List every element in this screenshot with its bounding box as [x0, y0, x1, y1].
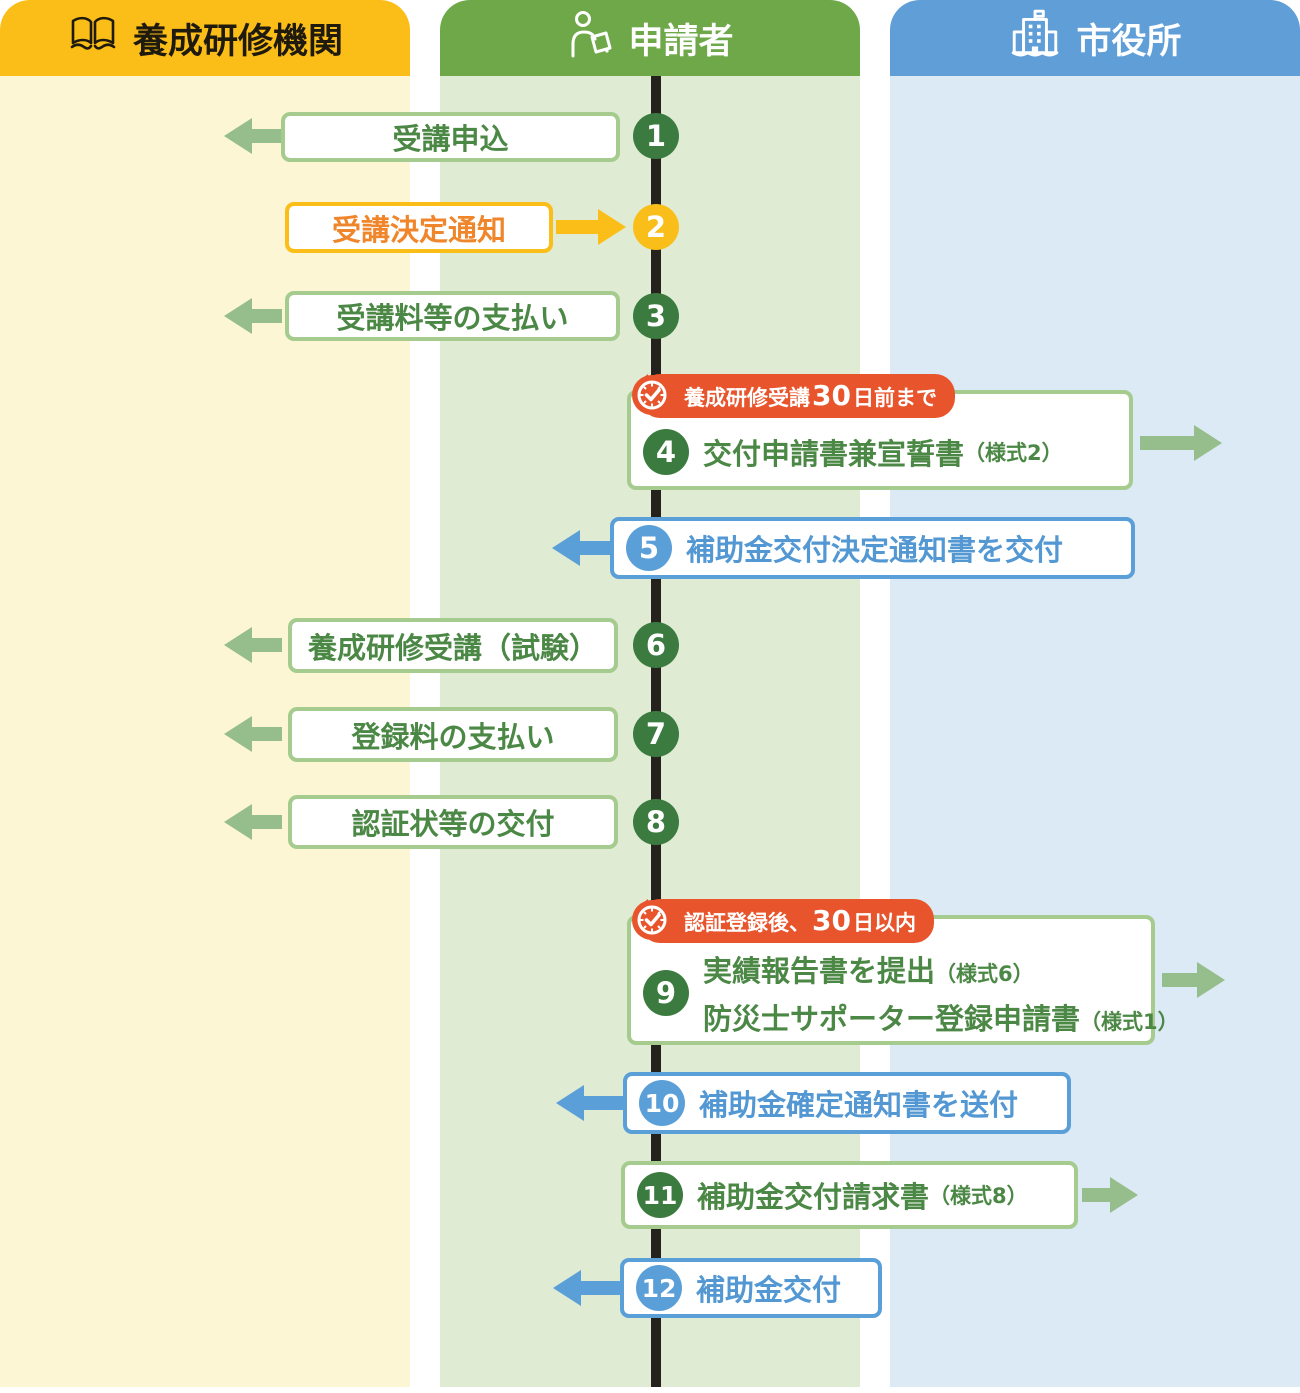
step-3-box: 受講料等の支払い — [285, 291, 620, 341]
step-5-arrow-to-applicant — [552, 530, 614, 566]
step-9-arrow-to-cityhall — [1162, 962, 1225, 998]
step-11-form-suffix: （様式8） — [929, 1184, 1028, 1208]
step-2-box: 受講決定通知 — [285, 202, 553, 253]
book-icon — [67, 13, 119, 64]
step-9-number: 9 — [643, 970, 689, 1016]
step-3-number: 3 — [633, 293, 679, 339]
step-11-box: 11 補助金交付請求書 （様式8） — [621, 1161, 1078, 1229]
column-header-cityhall: 市役所 — [890, 0, 1300, 76]
step-4-label: 交付申請書兼宣誓書 — [703, 437, 965, 471]
step-6-arrow-to-training — [224, 627, 282, 663]
step-9-label-line1: 実績報告書を提出 — [703, 954, 936, 988]
step-7-label: 登録料の支払い — [351, 719, 555, 754]
step-7-box: 登録料の支払い — [288, 707, 618, 762]
clock-icon — [630, 372, 674, 420]
step-11-number: 11 — [637, 1172, 683, 1218]
step-9-form-suffix-line1: （様式6） — [935, 962, 1034, 986]
step-4-form-suffix: （様式2） — [964, 441, 1063, 465]
step-6-box: 養成研修受講（試験） — [288, 618, 618, 673]
step-8-arrow-to-training — [224, 804, 282, 840]
step-9-form-suffix-line2: （様式1） — [1080, 1010, 1179, 1034]
step-8-number: 8 — [633, 799, 679, 845]
step-10-number: 10 — [639, 1080, 685, 1126]
step-10-box: 10 補助金確定通知書を送付 — [623, 1072, 1071, 1134]
step-2-arrow-to-applicant — [556, 209, 626, 245]
step-5-number: 5 — [626, 525, 672, 571]
step-10-arrow-to-applicant — [556, 1085, 624, 1121]
reader-person-icon — [566, 9, 614, 68]
step-7-number: 7 — [633, 711, 679, 757]
step-8-box: 認証状等の交付 — [288, 795, 618, 849]
step-8-label: 認証状等の交付 — [351, 807, 555, 841]
step-1-arrow-to-training — [224, 118, 282, 154]
step-6-label: 養成研修受講（試験） — [307, 630, 598, 665]
step-2-label: 受講決定通知 — [331, 212, 506, 247]
step-2-number: 2 — [633, 204, 679, 250]
step-9-label-line2: 防災士サポーター登録申請書 — [703, 1002, 1081, 1036]
step-10-label: 補助金確定通知書を送付 — [699, 1088, 1019, 1122]
step-1-number: 1 — [633, 113, 679, 159]
step-4-arrow-to-cityhall — [1140, 425, 1222, 461]
step-3-label: 受講料等の支払い — [336, 301, 569, 335]
cityhall-building-icon — [1008, 9, 1062, 68]
step-7-arrow-to-training — [224, 716, 282, 752]
step-4-number: 4 — [643, 429, 689, 475]
step-12-box: 12 補助金交付 — [620, 1258, 882, 1318]
step-1-box: 受講申込 — [281, 112, 620, 162]
step-6-number: 6 — [633, 622, 679, 668]
step-12-arrow-to-applicant — [553, 1270, 623, 1306]
column-title-training: 養成研修機関 — [132, 21, 343, 62]
column-title-cityhall: 市役所 — [1076, 21, 1182, 62]
column-title-applicant: 申請者 — [628, 21, 734, 62]
step-5-box: 5 補助金交付決定通知書を交付 — [610, 517, 1135, 579]
step-11-arrow-to-cityhall — [1082, 1177, 1138, 1213]
step-11-label: 補助金交付請求書 — [697, 1180, 930, 1214]
step-3-arrow-to-training — [224, 298, 282, 334]
clock-icon — [630, 897, 674, 945]
step-1-label: 受講申込 — [392, 122, 509, 156]
step-5-label: 補助金交付決定通知書を交付 — [686, 533, 1064, 567]
step-12-label: 補助金交付 — [696, 1273, 842, 1307]
column-header-applicant: 申請者 — [440, 0, 860, 76]
step-12-number: 12 — [636, 1265, 682, 1311]
column-header-training: 養成研修機関 — [0, 0, 410, 76]
